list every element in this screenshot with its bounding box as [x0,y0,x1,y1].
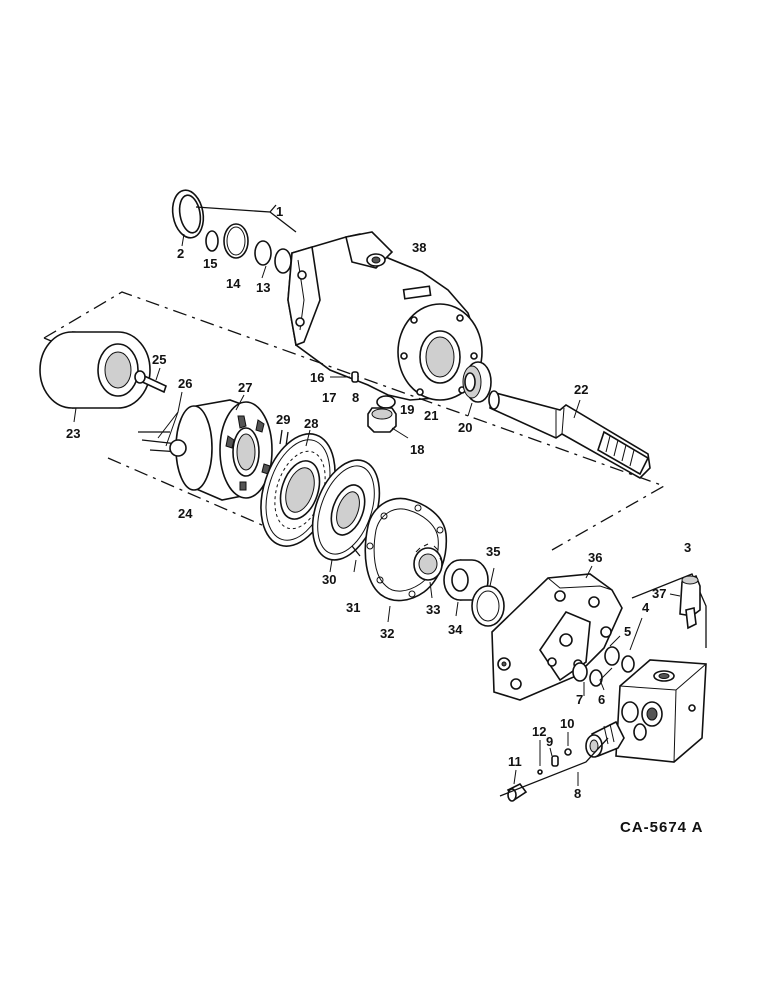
callout-21: 21 [424,408,438,423]
diagram-code: CA-5674 A [620,819,703,836]
callout-38: 38 [412,240,426,255]
callout-labels: 1 2 3 4 5 6 7 8 8 9 10 11 12 13 14 15 16… [66,204,691,801]
callout-26: 26 [178,376,192,391]
callout-13: 13 [256,280,270,295]
callout-8-b: 8 [352,390,359,405]
port-plate-36 [491,565,623,701]
callout-31: 31 [346,600,360,615]
callout-17: 17 [322,390,336,405]
callout-22: 22 [574,382,588,397]
housing-38 [287,231,483,401]
callout-36: 36 [588,550,602,565]
seals-4-7 [572,617,643,696]
callout-32: 32 [380,626,394,641]
callout-28: 28 [304,416,318,431]
callout-7: 7 [576,692,583,707]
callout-30: 30 [322,572,336,587]
callout-25: 25 [152,352,166,367]
pin-31 [351,545,361,573]
callout-10: 10 [560,716,574,731]
pins-29 [279,429,289,447]
callout-2: 2 [177,246,184,261]
seal-kit-group [171,189,297,279]
callout-6: 6 [598,692,605,707]
callout-34: 34 [448,622,463,637]
callout-8: 8 [574,786,581,801]
callout-24: 24 [178,506,193,521]
pin-25 [134,367,167,394]
callout-1: 1 [276,204,283,219]
valve-block [615,573,707,763]
callout-14: 14 [226,276,241,291]
callout-11: 11 [508,754,522,769]
seal-35 [471,567,505,627]
bearing-20 [462,361,492,417]
callout-4: 4 [642,600,650,615]
callout-29: 29 [276,412,290,427]
callout-16: 16 [310,370,324,385]
rotor-27 [169,394,273,501]
callout-12: 12 [532,724,546,739]
callout-35: 35 [486,544,500,559]
small-parts-16-19 [330,371,409,439]
callout-33: 33 [426,602,440,617]
relief-valve-group [499,720,625,802]
callout-37: 37 [652,586,666,601]
callout-27: 27 [238,380,252,395]
callout-15: 15 [203,256,217,271]
callout-5: 5 [624,624,631,639]
callout-3: 3 [684,540,691,555]
shaft-22 [488,390,651,479]
gear-33 [413,543,443,599]
callout-18: 18 [410,442,424,457]
callout-19: 19 [400,402,414,417]
plate-30 [311,459,381,573]
fitting-37 [669,574,701,630]
callout-23: 23 [66,426,80,441]
subassembly-boundary [43,291,666,551]
callout-20: 20 [458,420,472,435]
cover-23 [39,331,151,423]
callout-9: 9 [546,734,553,749]
